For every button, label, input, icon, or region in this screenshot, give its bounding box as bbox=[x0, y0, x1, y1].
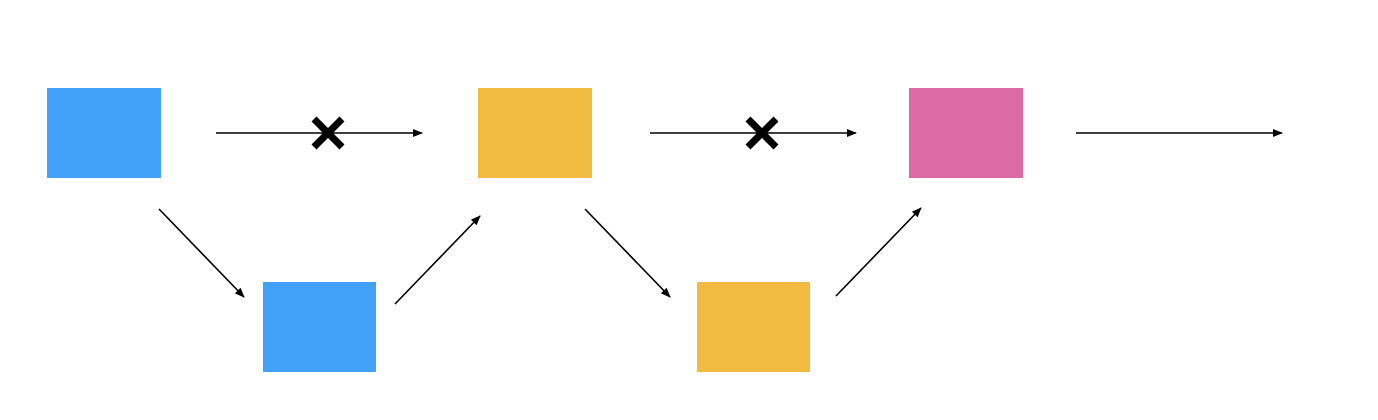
arrow-yellow-top-to-yellow-bottom bbox=[584, 208, 671, 298]
node-blue-bottom bbox=[263, 282, 376, 372]
cross-icon bbox=[311, 116, 345, 150]
node-pink-top bbox=[909, 88, 1023, 178]
node-blue-top bbox=[47, 88, 161, 178]
arrow-yellow-bottom-to-pink-top bbox=[835, 207, 922, 297]
arrow-blue-top-to-blue-bottom bbox=[158, 208, 245, 298]
node-yellow-top bbox=[478, 88, 592, 178]
arrow-blue-bottom-to-yellow-top bbox=[394, 215, 481, 305]
node-yellow-bottom bbox=[697, 282, 810, 372]
cross-icon bbox=[745, 116, 779, 150]
